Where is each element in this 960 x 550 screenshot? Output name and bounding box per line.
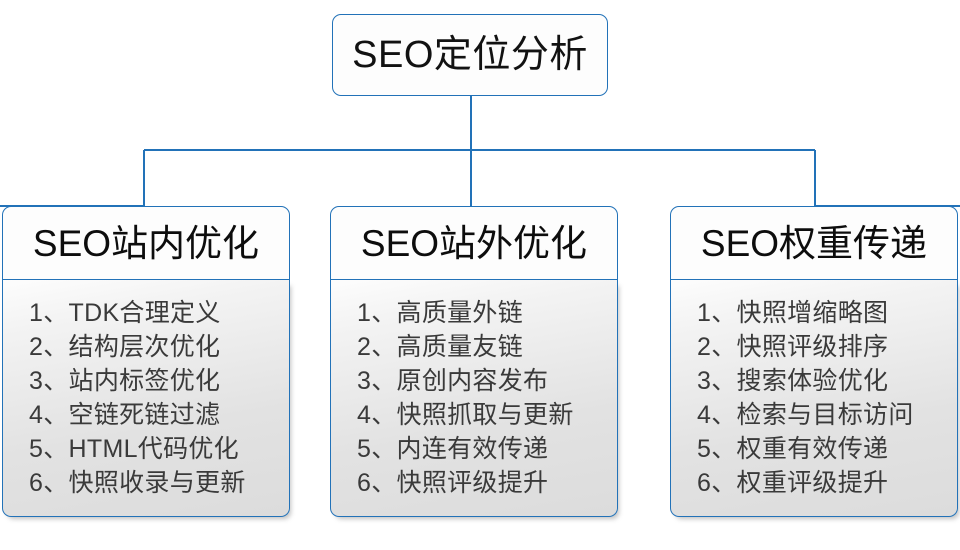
branch-header-1[interactable]: SEO站内优化 bbox=[2, 206, 290, 280]
root-node-label: SEO定位分析 bbox=[352, 34, 588, 76]
list-item: 5、权重有效传递 bbox=[697, 432, 957, 466]
list-item-text: 内连有效传递 bbox=[396, 435, 549, 463]
list-item-separator: 、 bbox=[43, 299, 69, 327]
list-item: 3、搜索体验优化 bbox=[697, 364, 957, 398]
list-item-separator: 、 bbox=[43, 333, 69, 361]
branch-column-3: SEO权重传递 1、快照增缩略图 2、快照评级排序 3、搜索体验优化 4、检索与… bbox=[670, 206, 958, 517]
list-item-number: 4 bbox=[357, 401, 372, 429]
list-item-text: 结构层次优化 bbox=[68, 333, 221, 361]
list-item-text: 空链死链过滤 bbox=[68, 401, 221, 429]
list-item-text: 检索与目标访问 bbox=[736, 401, 914, 429]
list-item: 1、高质量外链 bbox=[357, 296, 617, 330]
branch-header-3[interactable]: SEO权重传递 bbox=[670, 206, 958, 280]
branch-column-2: SEO站外优化 1、高质量外链 2、高质量友链 3、原创内容发布 4、快照抓取与… bbox=[330, 206, 618, 517]
list-item: 3、站内标签优化 bbox=[29, 364, 289, 398]
list-item: 3、原创内容发布 bbox=[357, 364, 617, 398]
root-node[interactable]: SEO定位分析 bbox=[332, 14, 608, 96]
branch-header-2[interactable]: SEO站外优化 bbox=[330, 206, 618, 280]
list-item-text: 快照收录与更新 bbox=[68, 469, 246, 497]
branch-body-3: 1、快照增缩略图 2、快照评级排序 3、搜索体验优化 4、检索与目标访问 5、权… bbox=[670, 280, 958, 517]
list-item-text: 权重评级提升 bbox=[736, 469, 889, 497]
list-item-separator: 、 bbox=[711, 401, 737, 429]
list-item-separator: 、 bbox=[43, 469, 69, 497]
list-item-number: 2 bbox=[697, 333, 712, 361]
list-item-text: 快照抓取与更新 bbox=[396, 401, 574, 429]
list-item-text: 快照评级提升 bbox=[396, 469, 549, 497]
list-item-separator: 、 bbox=[371, 401, 397, 429]
list-item: 6、权重评级提升 bbox=[697, 466, 957, 500]
list-item-separator: 、 bbox=[371, 333, 397, 361]
list-item: 4、快照抓取与更新 bbox=[357, 398, 617, 432]
list-item: 2、高质量友链 bbox=[357, 330, 617, 364]
list-item-text: TDK合理定义 bbox=[68, 299, 221, 327]
list-item-number: 3 bbox=[29, 367, 44, 395]
list-item-number: 5 bbox=[357, 435, 372, 463]
list-item-number: 6 bbox=[357, 469, 372, 497]
list-item-number: 5 bbox=[29, 435, 44, 463]
list-item: 2、快照评级排序 bbox=[697, 330, 957, 364]
list-item-separator: 、 bbox=[43, 367, 69, 395]
list-item: 1、TDK合理定义 bbox=[29, 296, 289, 330]
branch-item-list-1: 1、TDK合理定义 2、结构层次优化 3、站内标签优化 4、空链死链过滤 5、H… bbox=[3, 296, 289, 500]
list-item-text: 快照评级排序 bbox=[736, 333, 889, 361]
list-item-separator: 、 bbox=[43, 401, 69, 429]
list-item-number: 3 bbox=[697, 367, 712, 395]
list-item-separator: 、 bbox=[711, 367, 737, 395]
list-item-text: 高质量外链 bbox=[396, 299, 524, 327]
list-item-number: 6 bbox=[29, 469, 44, 497]
list-item-number: 1 bbox=[29, 299, 44, 327]
branch-header-label-2: SEO站外优化 bbox=[360, 222, 588, 264]
list-item-number: 4 bbox=[29, 401, 44, 429]
list-item-number: 6 bbox=[697, 469, 712, 497]
list-item-separator: 、 bbox=[371, 469, 397, 497]
list-item-separator: 、 bbox=[711, 299, 737, 327]
list-item-number: 1 bbox=[357, 299, 372, 327]
list-item: 4、空链死链过滤 bbox=[29, 398, 289, 432]
list-item-text: HTML代码优化 bbox=[68, 435, 239, 463]
branch-header-label-3: SEO权重传递 bbox=[700, 222, 928, 264]
list-item: 5、内连有效传递 bbox=[357, 432, 617, 466]
list-item-number: 2 bbox=[357, 333, 372, 361]
list-item-number: 5 bbox=[697, 435, 712, 463]
list-item-text: 站内标签优化 bbox=[68, 367, 221, 395]
list-item-text: 搜索体验优化 bbox=[736, 367, 889, 395]
branch-column-1: SEO站内优化 1、TDK合理定义 2、结构层次优化 3、站内标签优化 4、空链… bbox=[2, 206, 290, 517]
list-item: 6、快照收录与更新 bbox=[29, 466, 289, 500]
list-item: 2、结构层次优化 bbox=[29, 330, 289, 364]
list-item-number: 1 bbox=[697, 299, 712, 327]
branch-item-list-3: 1、快照增缩略图 2、快照评级排序 3、搜索体验优化 4、检索与目标访问 5、权… bbox=[671, 296, 957, 500]
list-item-text: 快照增缩略图 bbox=[736, 299, 889, 327]
list-item-separator: 、 bbox=[711, 333, 737, 361]
list-item-separator: 、 bbox=[711, 469, 737, 497]
list-item-separator: 、 bbox=[711, 435, 737, 463]
list-item-separator: 、 bbox=[43, 435, 69, 463]
branch-body-1: 1、TDK合理定义 2、结构层次优化 3、站内标签优化 4、空链死链过滤 5、H… bbox=[2, 280, 290, 517]
list-item-number: 2 bbox=[29, 333, 44, 361]
list-item: 6、快照评级提升 bbox=[357, 466, 617, 500]
list-item-number: 4 bbox=[697, 401, 712, 429]
list-item-separator: 、 bbox=[371, 299, 397, 327]
branch-body-2: 1、高质量外链 2、高质量友链 3、原创内容发布 4、快照抓取与更新 5、内连有… bbox=[330, 280, 618, 517]
list-item-text: 权重有效传递 bbox=[736, 435, 889, 463]
list-item-separator: 、 bbox=[371, 367, 397, 395]
branch-header-label-1: SEO站内优化 bbox=[32, 222, 260, 264]
list-item-number: 3 bbox=[357, 367, 372, 395]
list-item-text: 高质量友链 bbox=[396, 333, 524, 361]
list-item-text: 原创内容发布 bbox=[396, 367, 549, 395]
list-item: 4、检索与目标访问 bbox=[697, 398, 957, 432]
branch-item-list-2: 1、高质量外链 2、高质量友链 3、原创内容发布 4、快照抓取与更新 5、内连有… bbox=[331, 296, 617, 500]
list-item: 5、HTML代码优化 bbox=[29, 432, 289, 466]
list-item-separator: 、 bbox=[371, 435, 397, 463]
list-item: 1、快照增缩略图 bbox=[697, 296, 957, 330]
